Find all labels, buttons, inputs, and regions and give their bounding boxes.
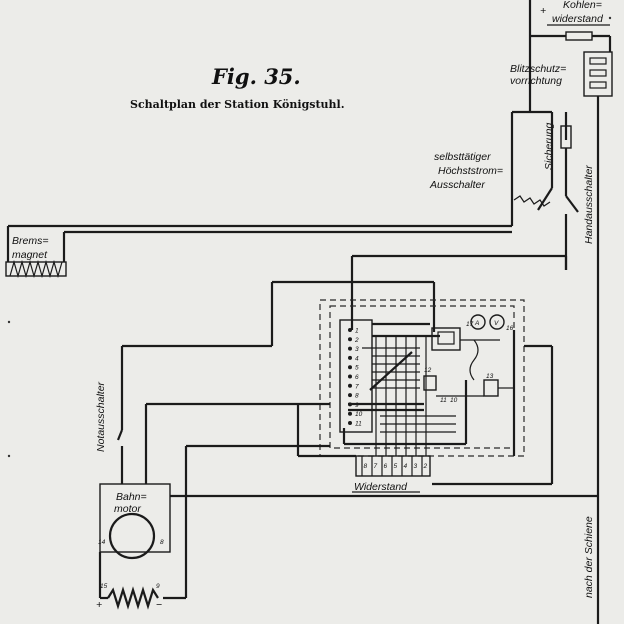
motor-term-8: 8 [160, 539, 164, 546]
field-term-9: 9 [156, 583, 160, 590]
resistor-tap-label-6: 6 [384, 463, 388, 470]
brems-label-2: magnet [12, 249, 48, 261]
contact-label-10: 10 [355, 411, 363, 418]
supply-plus-line: + [528, 0, 546, 98]
contact-label-1: 1 [355, 328, 359, 335]
bahnmotor: Bahn= motor 14 8 [98, 483, 171, 598]
voltmeter-symbol: V [494, 320, 499, 327]
contact-label-11: 11 [355, 421, 362, 428]
hoechststrom-ausschalter: selbsttätiger Höchststrom= Ausschalter [429, 151, 553, 211]
resistor-tap-label-5: 5 [394, 463, 398, 470]
contact-dot-3 [348, 346, 352, 351]
contact-label-2: 2 [354, 337, 359, 344]
blitzschutz-label-2: vorrichtung [510, 75, 562, 87]
resistor-tap-label-3: 3 [414, 463, 418, 470]
term-11: 11 [440, 397, 447, 404]
kohlenwiderstand: Kohlen= widerstand [530, 0, 612, 52]
widerstand-label: Widerstand [354, 481, 408, 493]
contact-group: 1 2 3 4 5 6 7 8 9 10 11 [348, 328, 363, 428]
brake-magnet-coil [5, 261, 67, 277]
contact-dot-5 [348, 365, 352, 370]
return-lines [170, 344, 598, 498]
blitzschutz-label-1: Blitzschutz= [510, 63, 566, 75]
hoechst-label-1: selbsttätiger [434, 151, 491, 163]
field-minus: − [156, 599, 162, 611]
contact-dot-6 [348, 374, 352, 379]
resistor-tap-label-4: 4 [404, 463, 408, 470]
motor-frame [99, 483, 171, 553]
handaus-label: Handausschalter [583, 165, 595, 244]
handausschalter: Handausschalter [564, 165, 595, 270]
contact-dot-1 [348, 328, 352, 332]
resistor-block [355, 455, 431, 477]
contact-dot-11 [348, 421, 352, 425]
contact-dot-4 [348, 355, 352, 360]
brems-label-1: Brems= [12, 235, 48, 247]
field-term-15: 15 [100, 583, 108, 590]
term-17: 17 [466, 321, 474, 328]
field-winding: 15 9 + − [96, 583, 186, 611]
motor-label-2: motor [114, 503, 141, 515]
contact-dot-8 [348, 393, 352, 398]
term-13: 13 [486, 373, 494, 380]
notaus-label: Notausschalter [95, 381, 107, 452]
hoechst-label-2: Höchststrom= [438, 165, 503, 177]
bremsmagnet: Brems= magnet [5, 210, 514, 279]
figure-subtitle: Schaltplan der Station Königstuhl. [130, 98, 345, 111]
term-10: 10 [450, 397, 458, 404]
sicherung-label: Sicherung [543, 123, 555, 170]
resistor-tap-label-7: 7 [374, 463, 378, 470]
contact-dot-2 [348, 337, 352, 342]
contact-label-3: 3 [355, 346, 359, 353]
contact-label-5: 5 [355, 365, 359, 372]
contact-label-7: 7 [355, 383, 359, 390]
hoechst-label-3: Ausschalter [429, 179, 485, 191]
controller-internals: A V 17 16 12 11 10 13 [342, 314, 516, 456]
motor-term-14: 14 [98, 539, 106, 546]
field-plus: + [96, 599, 102, 611]
kohlen-label-2: widerstand [552, 13, 604, 25]
term-16: 16 [506, 325, 514, 332]
sicherung: Sicherung [510, 98, 572, 210]
misc-marks [7, 16, 612, 458]
relay-block [431, 327, 461, 351]
contact-label-8: 8 [355, 393, 359, 400]
notausschalter: Notausschalter [95, 381, 124, 484]
blitzschutz: Blitzschutz= vorrichtung [510, 51, 613, 122]
ammeter-symbol: A [474, 320, 479, 327]
figure-title: Fig. 35. [211, 64, 301, 89]
resistor-tap-label-8: 8 [364, 463, 368, 470]
motor-armature [108, 512, 156, 560]
term-12: 12 [424, 367, 432, 374]
contact-dot-10 [348, 411, 352, 416]
contact-strip [339, 319, 373, 433]
contact-label-6: 6 [355, 374, 359, 381]
resistor-tap-label-2: 2 [423, 463, 428, 470]
contact-label-9: 9 [355, 402, 359, 409]
relay-13 [483, 379, 499, 397]
carbon-resistor [565, 31, 593, 41]
schiene-label: nach der Schiene [583, 516, 595, 598]
plus-sign: + [540, 5, 546, 17]
contact-dot-7 [348, 383, 352, 388]
voltmeter [489, 314, 505, 330]
motor-feed [144, 402, 356, 598]
schiene-line: nach der Schiene [583, 122, 600, 624]
motor-label-1: Bahn= [116, 491, 147, 503]
ammeter [470, 314, 486, 330]
kohlen-label-1: Kohlen= [563, 0, 602, 11]
feed-lines [120, 254, 568, 430]
contact-label-4: 4 [355, 355, 359, 362]
relay-12 [423, 375, 437, 391]
